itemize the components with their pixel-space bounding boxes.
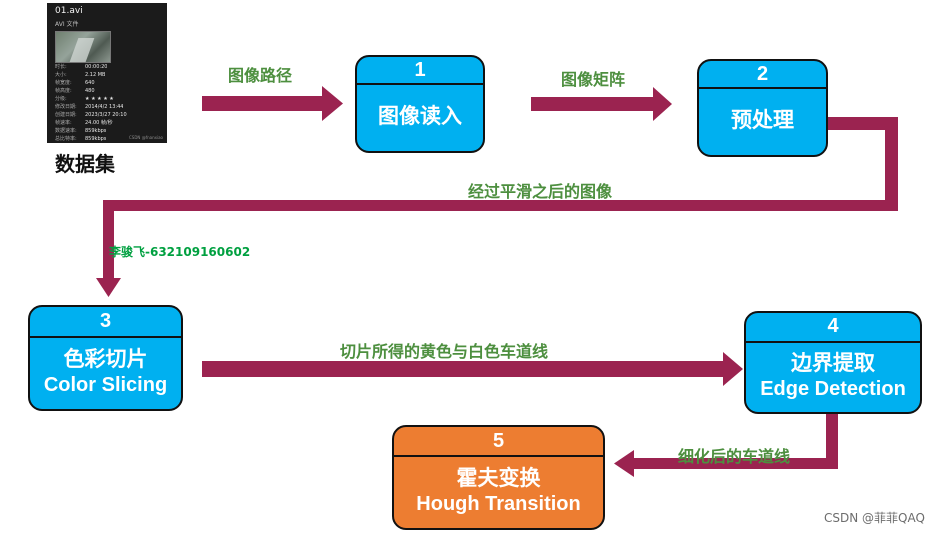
step-number: 5 (394, 427, 603, 458)
property-value: 00:00:20 (85, 64, 108, 70)
property-label: 时长: (55, 64, 67, 70)
property-label: 帧宽度: (55, 80, 72, 86)
video-thumbnail (55, 31, 111, 63)
property-label: 创建日期: (55, 112, 77, 118)
step-number: 1 (357, 57, 483, 86)
property-row: 帧高度: 480 (55, 87, 163, 95)
dataset-file-name: 01.avi (55, 6, 83, 16)
property-value: 2014/4/2 13:44 (85, 104, 124, 110)
thumbnail-watermark: CSDN @fnanxiao (129, 135, 163, 140)
property-row: 分级: ★ ★ ★ ★ ★ (55, 95, 163, 103)
property-row: 创建日期: 2023/3/27 20:10 (55, 111, 163, 119)
property-label: 帧速率: (55, 120, 72, 126)
arrow-step2-to-step3 (96, 117, 898, 297)
flow-label-step3-to-step4: 切片所得的黄色与白色车道线 (340, 342, 549, 361)
arrow-step4-to-step5 (614, 412, 838, 477)
dataset-file-type: AVI 文件 (55, 21, 79, 28)
property-row: 大小: 2.12 MB (55, 71, 163, 79)
property-row: 修改日期: 2014/4/2 13:44 (55, 103, 163, 111)
property-row: 时长: 00:00:20 (55, 63, 163, 71)
property-label: 帧高度: (55, 88, 72, 94)
property-label: 数据速率: (55, 128, 77, 134)
step-title: 预处理 (731, 109, 794, 133)
step-number: 4 (746, 313, 920, 343)
step-1-box: 1 图像读入 (355, 55, 485, 153)
flow-label-step4-to-step5: 细化后的车道线 (678, 447, 791, 466)
property-value: 859kbps (85, 128, 107, 134)
step-title: 色彩切片 (63, 347, 148, 371)
property-value: 859kbps (85, 136, 107, 142)
property-label: 总比特率: (55, 136, 77, 142)
step-subtitle: Hough Transition (416, 493, 581, 516)
step-3-box: 3 色彩切片 Color Slicing (28, 305, 183, 411)
property-value: 640 (85, 80, 95, 86)
arrow-dataset-to-step1 (202, 86, 343, 121)
property-label: 大小: (55, 72, 67, 78)
step-subtitle: Edge Detection (760, 377, 906, 400)
property-row: 帧宽度: 640 (55, 79, 163, 87)
flow-label-step2-to-step3: 经过平滑之后的图像 (468, 182, 613, 201)
dataset-file-preview: 01.avi AVI 文件 时长: 00:00:20 大小: 2.12 MB 帧宽度… (47, 3, 167, 143)
credit-watermark: CSDN @菲菲QAQ (824, 511, 925, 525)
step-2-box: 2 预处理 (697, 59, 828, 157)
property-value: 2.12 MB (85, 72, 106, 78)
arrow-step3-to-step4 (202, 352, 743, 386)
step-title: 图像读入 (378, 105, 462, 129)
property-value: 2023/3/27 20:10 (85, 112, 127, 118)
property-row: 帧速率: 24.00 帧/秒 (55, 119, 163, 127)
step-subtitle: Color Slicing (43, 373, 168, 396)
file-properties: 时长: 00:00:20 大小: 2.12 MB 帧宽度: 640 帧高度: 480 分… (55, 63, 163, 143)
property-row: 总比特率: 859kbps (55, 135, 163, 143)
property-label: 修改日期: (55, 104, 77, 110)
author-note: 李骏飞-632109160602 (109, 245, 251, 259)
arrow-step1-to-step2 (531, 87, 672, 121)
step-4-box: 4 边界提取 Edge Detection (744, 311, 922, 414)
property-value: 24.00 帧/秒 (85, 120, 113, 126)
dataset-label: 数据集 (55, 152, 115, 176)
flow-label-step1-to-step2: 图像矩阵 (561, 70, 626, 89)
step-title: 霍夫变换 (456, 467, 541, 490)
step-number: 2 (699, 61, 826, 90)
rating-stars: ★ ★ ★ ★ ★ (85, 96, 114, 102)
step-title: 边界提取 (791, 351, 875, 375)
step-number: 3 (30, 307, 181, 338)
step-5-box: 5 霍夫变换 Hough Transition (392, 425, 605, 530)
flow-label-dataset-to-step1: 图像路径 (228, 66, 293, 85)
property-value: 480 (85, 88, 95, 94)
property-row: 数据速率: 859kbps (55, 127, 163, 135)
property-label: 分级: (55, 96, 67, 102)
